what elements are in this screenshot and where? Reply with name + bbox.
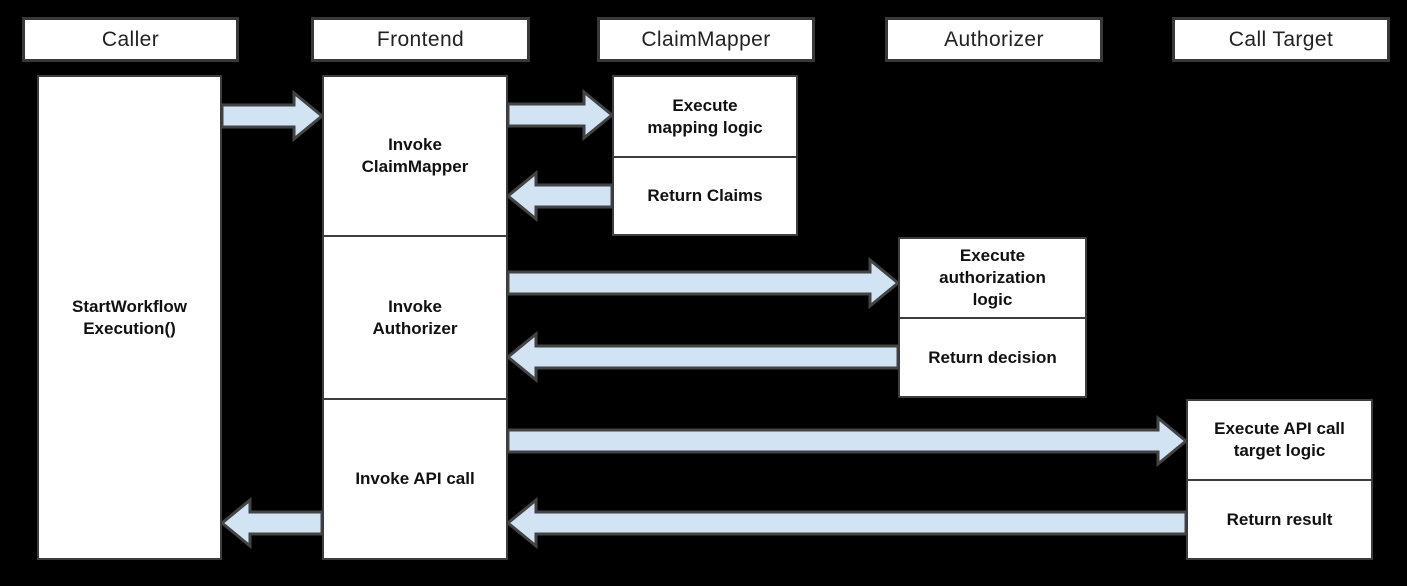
- authorizer-execute-label: Execute authorization logic: [939, 246, 1046, 309]
- frontend-section-invoke-authorizer: Invoke Authorizer: [324, 235, 506, 398]
- caller-activation-box: StartWorkflow Execution(): [37, 75, 222, 560]
- calltarget-section-execute: Execute API call target logic: [1188, 401, 1371, 479]
- arrow-caller-to-frontend-icon: [220, 89, 325, 143]
- claimmapper-section-return: Return Claims: [614, 156, 796, 234]
- arrow-frontend-to-caller-icon: [219, 496, 324, 550]
- frontend-section-invoke-claimmapper: Invoke ClaimMapper: [324, 77, 506, 235]
- lane-header-caller: Caller: [22, 17, 239, 62]
- calltarget-execute-label: Execute API call target logic: [1214, 419, 1345, 460]
- authorizer-section-return: Return decision: [900, 317, 1085, 396]
- claimmapper-execute-label: Execute mapping logic: [647, 95, 763, 137]
- lane-header-authorizer-label: Authorizer: [944, 27, 1044, 51]
- lane-header-caller-label: Caller: [101, 27, 160, 51]
- caller-activation-label: StartWorkflow Execution(): [72, 296, 187, 338]
- lane-header-frontend-label: Frontend: [376, 27, 465, 51]
- arrow-authorizer-to-frontend-icon: [505, 330, 900, 384]
- arrow-calltarget-to-frontend-icon: [505, 496, 1188, 550]
- authorizer-section-execute: Execute authorization logic: [900, 239, 1085, 317]
- calltarget-section-return: Return result: [1188, 479, 1371, 558]
- claimmapper-activation-box: Execute mapping logic Return Claims: [612, 75, 798, 236]
- claimmapper-return-label: Return Claims: [647, 186, 763, 205]
- lane-header-claimmapper-label: ClaimMapper: [641, 27, 771, 51]
- authorizer-return-label: Return decision: [928, 347, 1057, 367]
- lane-header-frontend: Frontend: [311, 17, 530, 62]
- lane-header-authorizer: Authorizer: [885, 17, 1103, 62]
- authorizer-activation-box: Execute authorization logic Return decis…: [898, 237, 1087, 398]
- claimmapper-section-execute: Execute mapping logic: [614, 77, 796, 156]
- lane-header-claimmapper: ClaimMapper: [597, 17, 815, 62]
- frontend-invoke-claimmapper-label: Invoke ClaimMapper: [361, 135, 469, 176]
- arrow-frontend-to-calltarget-icon: [506, 414, 1189, 468]
- frontend-section-invoke-api-call: Invoke API call: [324, 398, 506, 558]
- frontend-invoke-authorizer-label: Invoke Authorizer: [372, 296, 458, 338]
- arrow-frontend-to-authorizer-icon: [506, 256, 901, 310]
- caller-activation-section: StartWorkflow Execution(): [39, 77, 220, 558]
- arrow-frontend-to-claimmapper-icon: [506, 88, 615, 142]
- arrow-claimmapper-to-frontend-icon: [505, 169, 614, 223]
- frontend-invoke-api-call-label: Invoke API call: [355, 469, 475, 488]
- calltarget-activation-box: Execute API call target logic Return res…: [1186, 399, 1373, 560]
- lane-header-calltarget: Call Target: [1172, 17, 1390, 62]
- frontend-activation-box: Invoke ClaimMapper Invoke Authorizer Inv…: [322, 75, 508, 560]
- lane-header-calltarget-label: Call Target: [1228, 27, 1334, 51]
- calltarget-return-label: Return result: [1226, 509, 1333, 529]
